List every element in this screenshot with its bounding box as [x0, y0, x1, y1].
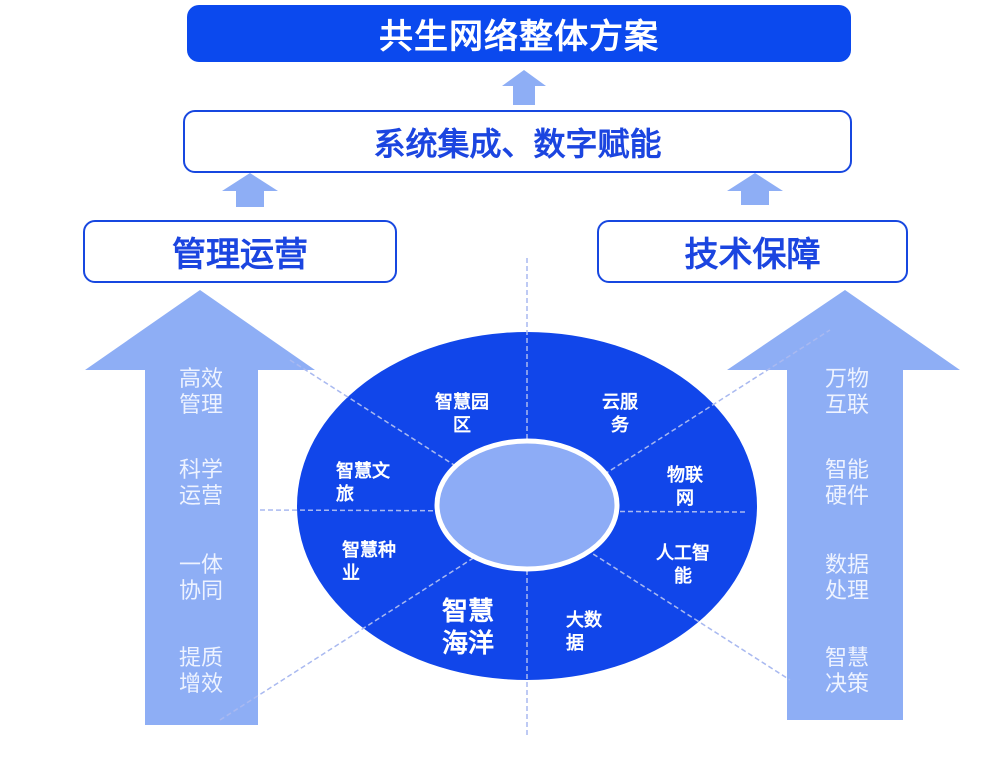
- right-item: 万物互联: [824, 367, 869, 418]
- segment-ai: 人工智能: [656, 543, 710, 587]
- left-pillar-arrow: [85, 290, 315, 725]
- segment-cloud-service: 云服务: [602, 392, 638, 436]
- segment-big-data: 大数据: [566, 610, 602, 654]
- segment-smart-ocean: 智慧海洋: [441, 597, 494, 659]
- segment-smart-tourism: 智慧文旅: [336, 461, 390, 505]
- page-title: 共生网络整体方案: [187, 5, 851, 62]
- left-item: 高效管理: [178, 367, 223, 418]
- integration-box: 系统集成、数字赋能: [183, 110, 852, 173]
- right-item: 数据处理: [824, 553, 869, 604]
- segment-smart-park: 智慧园区: [435, 392, 489, 436]
- management-box: 管理运营: [83, 220, 397, 283]
- segment-smart-seed: 智慧种业: [342, 540, 396, 584]
- technology-box: 技术保障: [597, 220, 908, 283]
- up-arrow-top: [502, 70, 546, 105]
- up-arrow-left: [222, 173, 278, 207]
- segment-iot: 物联网: [667, 465, 703, 509]
- left-item: 科学运营: [178, 458, 223, 509]
- left-item: 提质增效: [178, 646, 223, 697]
- left-item: 一体协同: [178, 553, 223, 604]
- right-pillar-arrow: [727, 290, 960, 720]
- right-item: 智能硬件: [824, 458, 869, 509]
- wheel-hub: [434, 438, 620, 572]
- up-arrow-right: [727, 173, 783, 205]
- right-item: 智慧决策: [824, 646, 869, 697]
